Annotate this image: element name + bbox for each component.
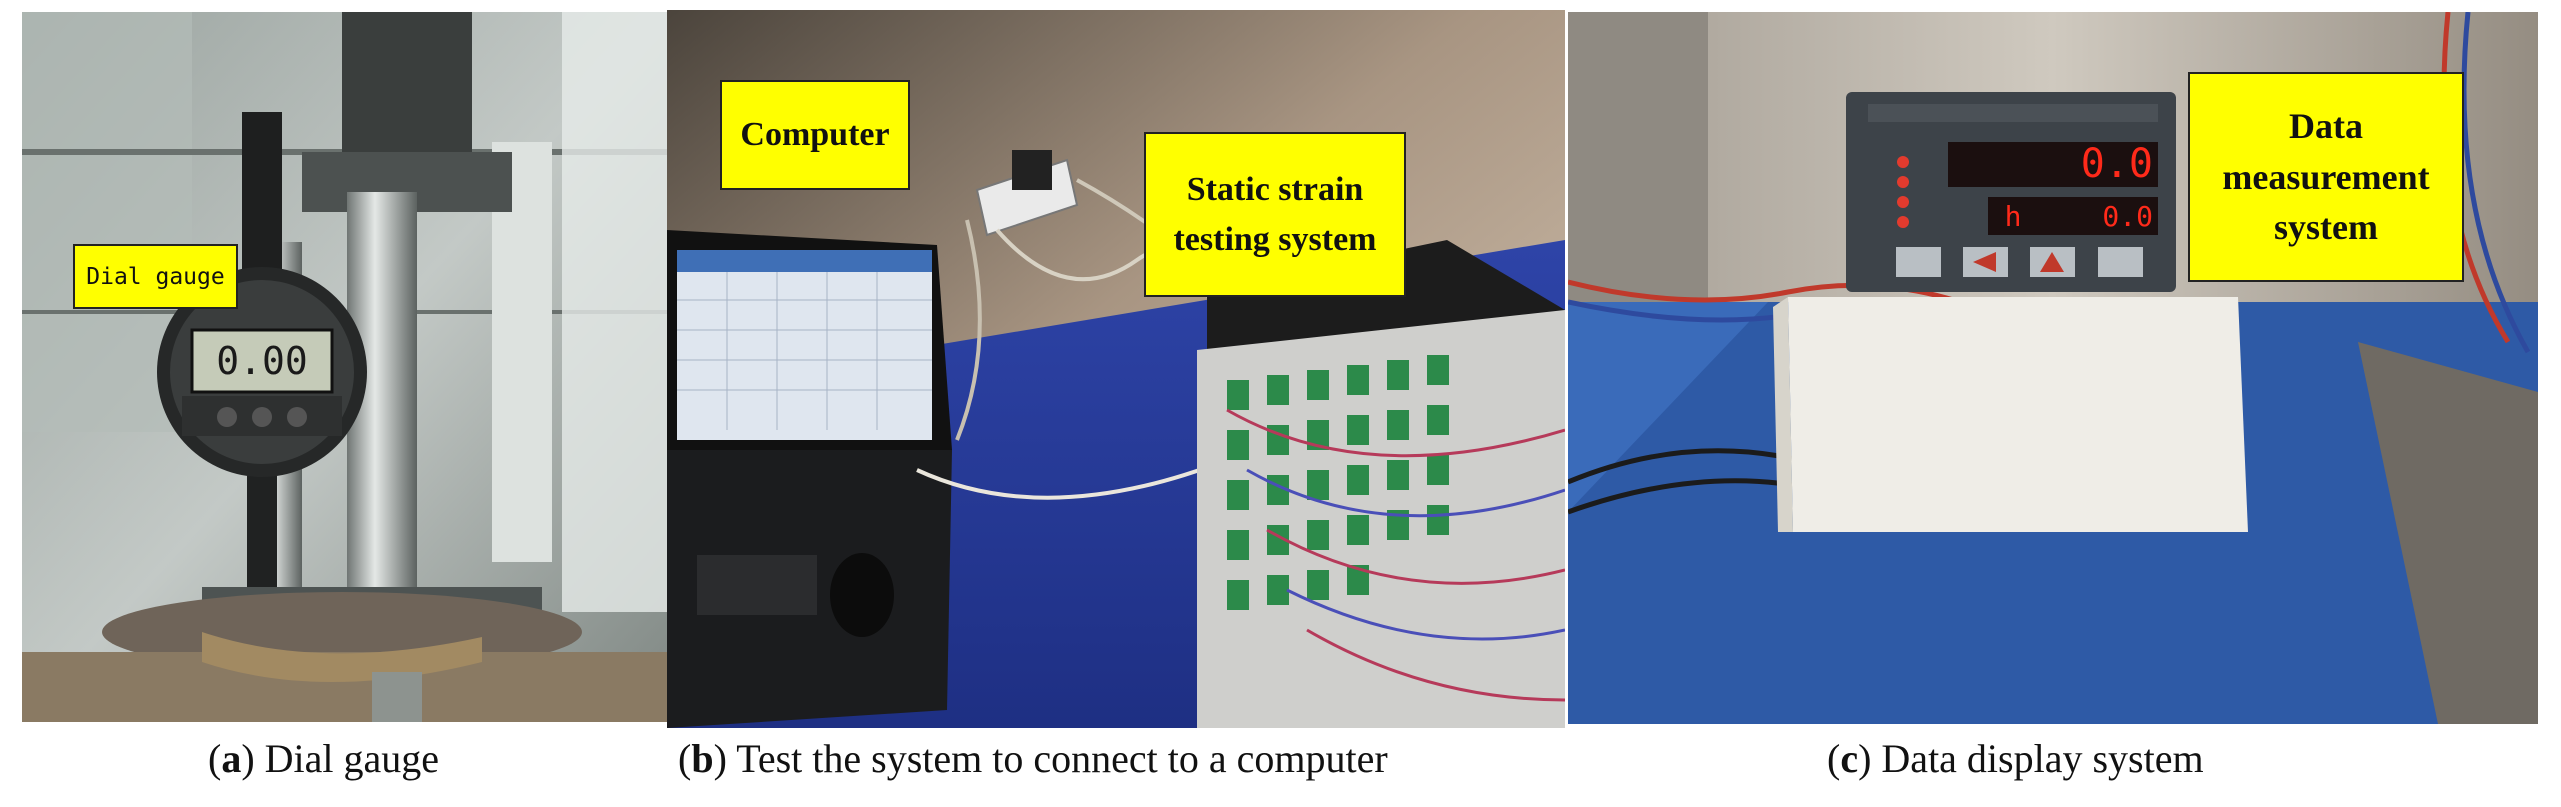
strain-label-line2: testing system [1173,220,1377,258]
computer-label: Computer [720,80,910,190]
controller-display-main: 0.0 [2080,141,2153,187]
data-measurement-system-label: Data measurement system [2188,72,2464,282]
controller-display-prefix: h [2004,199,2022,233]
measurement-label-line3: system [2274,207,2378,248]
photo-computer-and-strain-system: Computer Static strain testing system [667,10,1565,728]
photo-dial-gauge: 0.00 Dial gauge [22,12,667,722]
gauge-display-readout: 0.00 [216,339,308,383]
caption-b: (b) Test the system to connect to a comp… [678,736,1388,781]
controller-display-secondary: 0.0 [2102,199,2153,233]
photo-data-display-system: 0.0 h 0.0 Data measurement system [1568,12,2538,724]
measurement-label-line2: measurement [2222,156,2430,197]
caption-b-text: Test the system to connect to a computer [736,736,1388,781]
caption-c-letter: c [1840,736,1859,781]
caption-a: (a) Dial gauge [208,736,440,781]
caption-c-text: Data display system [1881,736,2204,781]
caption-c: (c) Data display system [1827,736,2204,781]
caption-a-letter: a [221,736,242,781]
caption-b-letter: b [691,736,714,781]
strain-label-line1: Static strain [1186,171,1364,209]
dial-gauge-label: Dial gauge [73,244,238,309]
static-strain-testing-system-label: Static strain testing system [1144,132,1406,297]
caption-a-text: Dial gauge [264,736,440,781]
measurement-label-line1: Data [2289,106,2363,147]
